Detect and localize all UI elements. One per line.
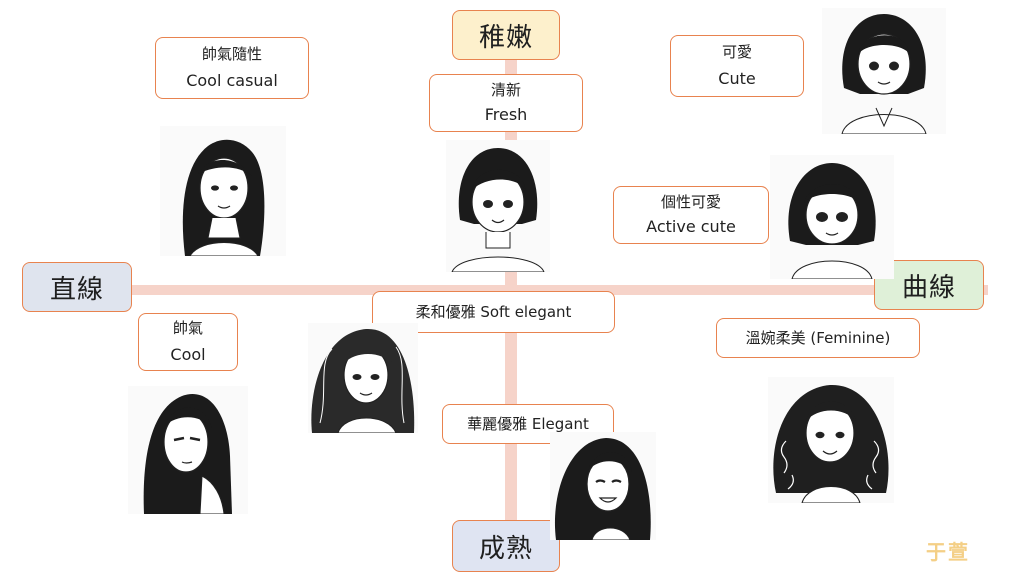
- axis-label-left: 直線: [22, 262, 132, 312]
- portrait-feminine: [768, 377, 894, 503]
- category-zh-label: 清新: [490, 81, 521, 100]
- portrait-cute: [822, 8, 946, 134]
- category-en-label: Active cute: [646, 217, 736, 237]
- category-en-label: Cute: [718, 69, 756, 89]
- category-cute: 可愛 Cute: [670, 35, 804, 97]
- category-label: 柔和優雅 Soft elegant: [415, 302, 572, 321]
- category-label: 華麗優雅 Elegant: [467, 414, 589, 433]
- category-cool: 帥氣 Cool: [138, 313, 238, 371]
- category-zh-label: 帥氣: [172, 319, 203, 338]
- category-cool-casual: 帥氣隨性 Cool casual: [155, 37, 309, 99]
- portrait-active-cute: [770, 155, 894, 279]
- axis-label-bottom: 成熟: [452, 520, 560, 572]
- category-en-label: Fresh: [484, 105, 528, 125]
- watermark-text: 于萱: [926, 540, 970, 564]
- axis-label-top: 稚嫩: [452, 10, 560, 60]
- category-feminine: 溫婉柔美 (Feminine): [716, 318, 920, 358]
- category-active-cute: 個性可愛 Active cute: [613, 186, 769, 244]
- portrait-cool: [128, 386, 248, 514]
- portrait-soft-elegant: [308, 323, 418, 433]
- category-en-label: Cool casual: [186, 71, 278, 91]
- category-zh-label: 可愛: [721, 43, 752, 62]
- portrait-elegant: [550, 432, 656, 540]
- category-en-label: Cool: [170, 345, 206, 365]
- portrait-fresh: [446, 140, 550, 272]
- category-label: 溫婉柔美 (Feminine): [745, 328, 891, 347]
- portrait-cool-casual: [160, 126, 286, 256]
- category-zh-label: 個性可愛: [660, 193, 721, 212]
- category-fresh: 清新 Fresh: [429, 74, 583, 132]
- category-zh-label: 帥氣隨性: [201, 45, 262, 64]
